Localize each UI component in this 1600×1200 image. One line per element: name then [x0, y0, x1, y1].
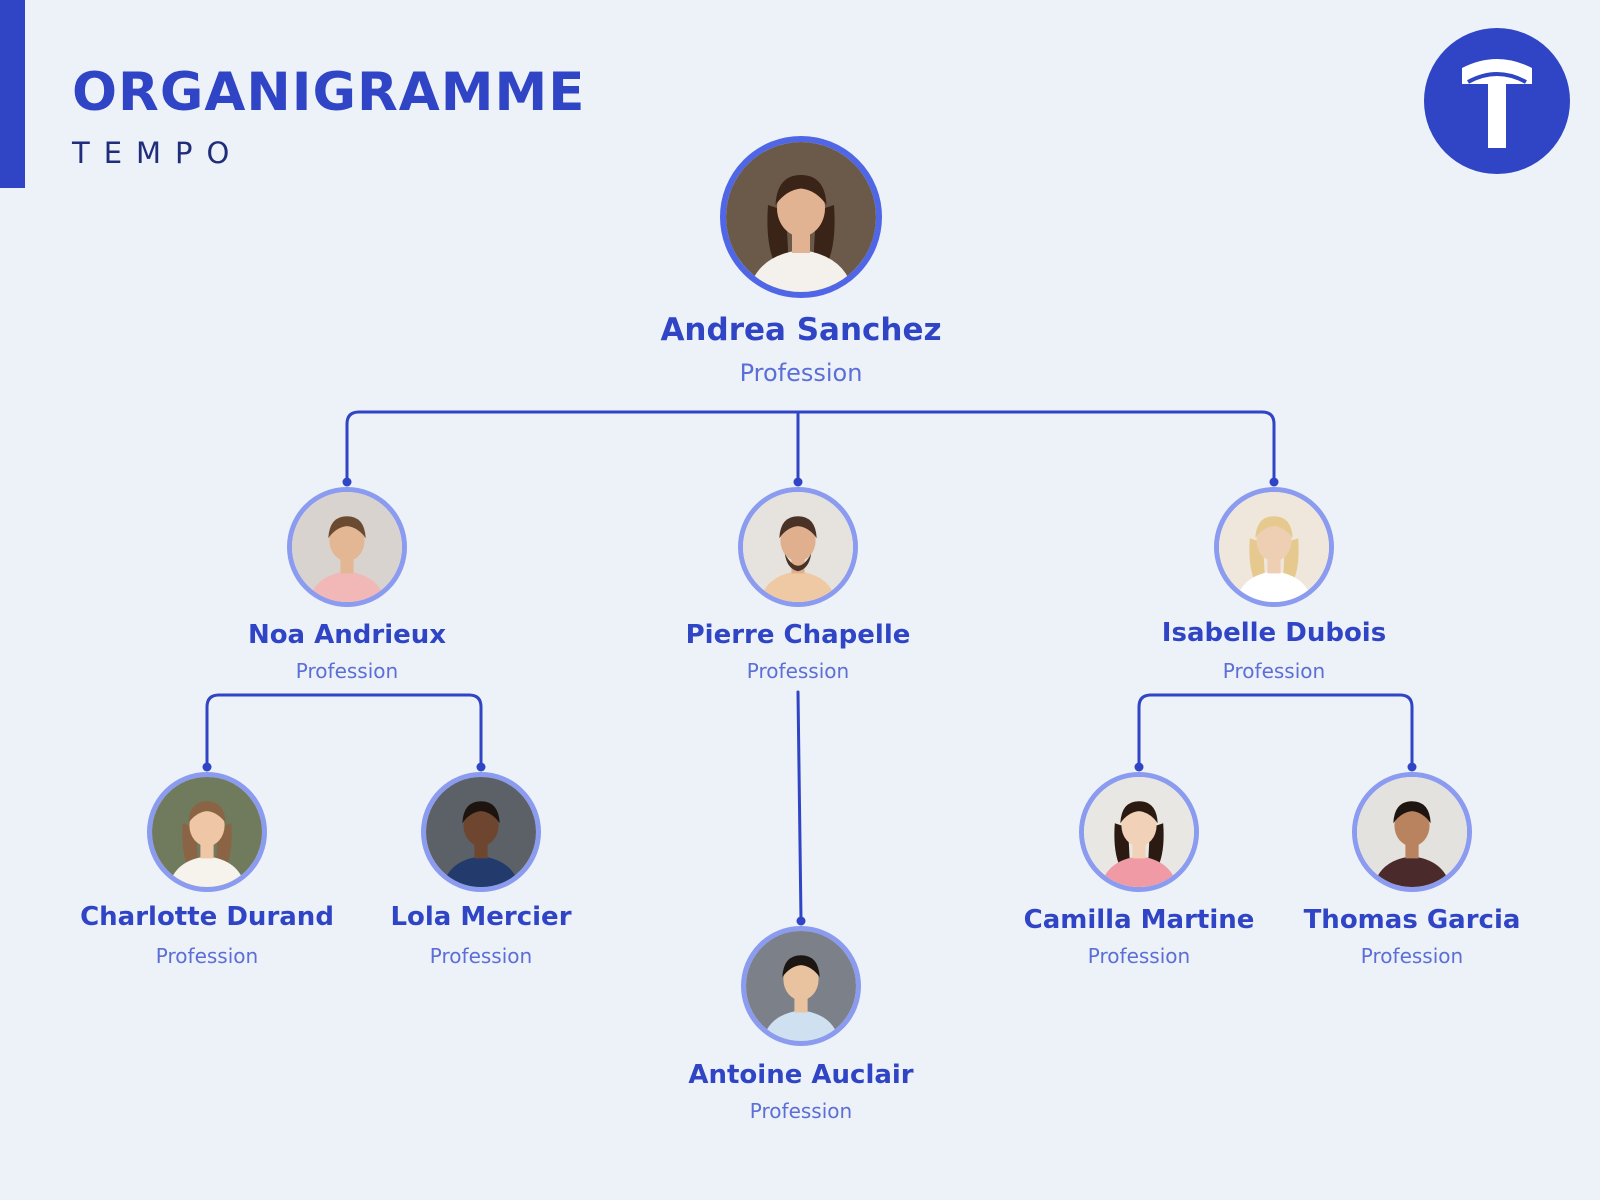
person-role-thomas: Profession: [1360, 944, 1464, 968]
person-role-charlotte: Profession: [155, 944, 259, 968]
person-name-charlotte: Charlotte Durand: [80, 902, 334, 932]
page-title: ORGANIGRAMME: [72, 62, 586, 123]
connector-dot-thomas: [1407, 762, 1417, 772]
letter-t-logo-icon: [1424, 28, 1570, 174]
person-role-camilla: Profession: [1087, 944, 1191, 968]
connector-andrea-isabelle: [1260, 410, 1276, 483]
avatar-andrea: [720, 136, 882, 298]
avatar-isabelle: [1214, 487, 1334, 607]
connector-dot-lola: [476, 762, 486, 772]
person-name-pierre: Pierre Chapelle: [685, 620, 911, 650]
person-name-noa: Noa Andrieux: [247, 620, 447, 650]
connector-dot-camilla: [1134, 762, 1144, 772]
avatar-charlotte: [147, 772, 267, 892]
person-name-antoine: Antoine Auclair: [688, 1060, 914, 1090]
avatar-camilla: [1079, 772, 1199, 892]
connector-isabelle-camilla: [1137, 693, 1153, 768]
person-role-noa: Profession: [295, 659, 399, 683]
person-role-antoine: Profession: [749, 1099, 853, 1123]
connector-dot-antoine: [796, 916, 806, 926]
avatar-thomas: [1352, 772, 1472, 892]
connector-isabelle-thomas: [1398, 693, 1414, 768]
person-role-lola: Profession: [429, 944, 533, 968]
connector-noa-charlotte: [205, 693, 221, 768]
person-name-camilla: Camilla Martine: [1023, 905, 1255, 935]
connector-pierre-antoine: [796, 690, 803, 922]
connector-dot-isabelle: [1269, 477, 1279, 487]
person-role-isabelle: Profession: [1222, 659, 1326, 683]
person-role-pierre: Profession: [746, 659, 850, 683]
connector-noa-lola: [467, 693, 483, 768]
page-subtitle: TEMPO: [72, 136, 244, 170]
avatar-pierre: [738, 487, 858, 607]
connector-dot-pierre: [793, 477, 803, 487]
connector-andrea-noa: [345, 410, 361, 483]
person-name-andrea: Andrea Sanchez: [660, 312, 942, 348]
avatar-antoine: [741, 926, 861, 1046]
connector-dot-noa: [342, 477, 352, 487]
avatar-noa: [287, 487, 407, 607]
person-role-andrea: Profession: [739, 359, 863, 387]
person-name-isabelle: Isabelle Dubois: [1161, 618, 1387, 648]
person-name-lola: Lola Mercier: [390, 902, 572, 932]
avatar-lola: [421, 772, 541, 892]
accent-bar: [0, 0, 25, 188]
connector-dot-charlotte: [202, 762, 212, 772]
person-name-thomas: Thomas Garcia: [1303, 905, 1521, 935]
